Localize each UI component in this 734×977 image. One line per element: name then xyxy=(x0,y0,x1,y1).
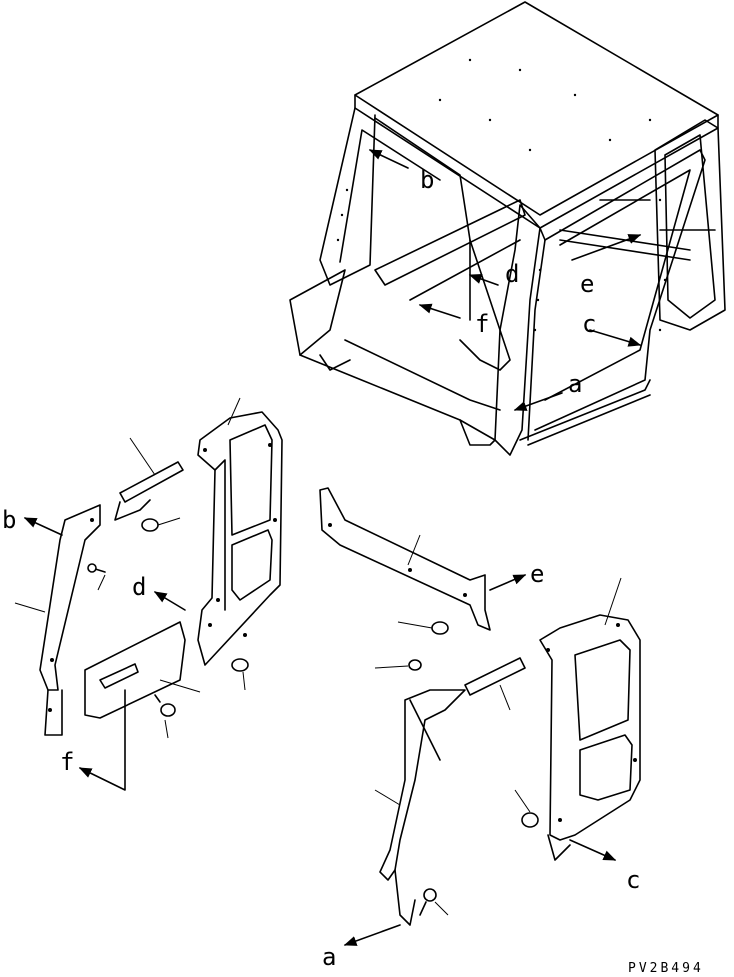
bolt-part xyxy=(154,694,176,739)
label-c-top: c xyxy=(582,310,596,338)
clip-part-2 xyxy=(231,658,249,691)
left-pillar-trim xyxy=(14,504,101,736)
clip-part-4 xyxy=(514,789,539,828)
screw-part xyxy=(87,563,106,591)
label-e-right: e xyxy=(530,560,544,588)
lower-panel xyxy=(84,621,201,719)
right-side-panel xyxy=(539,577,641,861)
label-b-left: b xyxy=(2,506,16,534)
label-e-top: e xyxy=(580,270,594,298)
bolt-part-2 xyxy=(419,888,449,916)
grommet-part xyxy=(374,659,422,671)
rail-part xyxy=(319,487,491,631)
label-f-left: f xyxy=(60,748,74,776)
clip-part xyxy=(141,517,181,532)
cab-frame xyxy=(289,1,726,456)
drawing-code: PV2B494 xyxy=(628,961,704,976)
small-bracket xyxy=(114,437,184,521)
label-b-top: b xyxy=(420,166,434,194)
left-side-panel xyxy=(197,397,283,666)
label-a-top: a xyxy=(568,370,582,398)
label-d-left: d xyxy=(132,573,146,601)
label-f-top: f xyxy=(475,310,489,338)
label-c-right: c xyxy=(626,866,640,894)
reference-arrows xyxy=(23,149,642,946)
clip-part-3 xyxy=(397,621,449,635)
label-a-bottom: a xyxy=(322,943,336,971)
label-d-top: d xyxy=(505,260,519,288)
right-pillar-trim xyxy=(374,689,466,926)
small-plate xyxy=(464,657,526,711)
